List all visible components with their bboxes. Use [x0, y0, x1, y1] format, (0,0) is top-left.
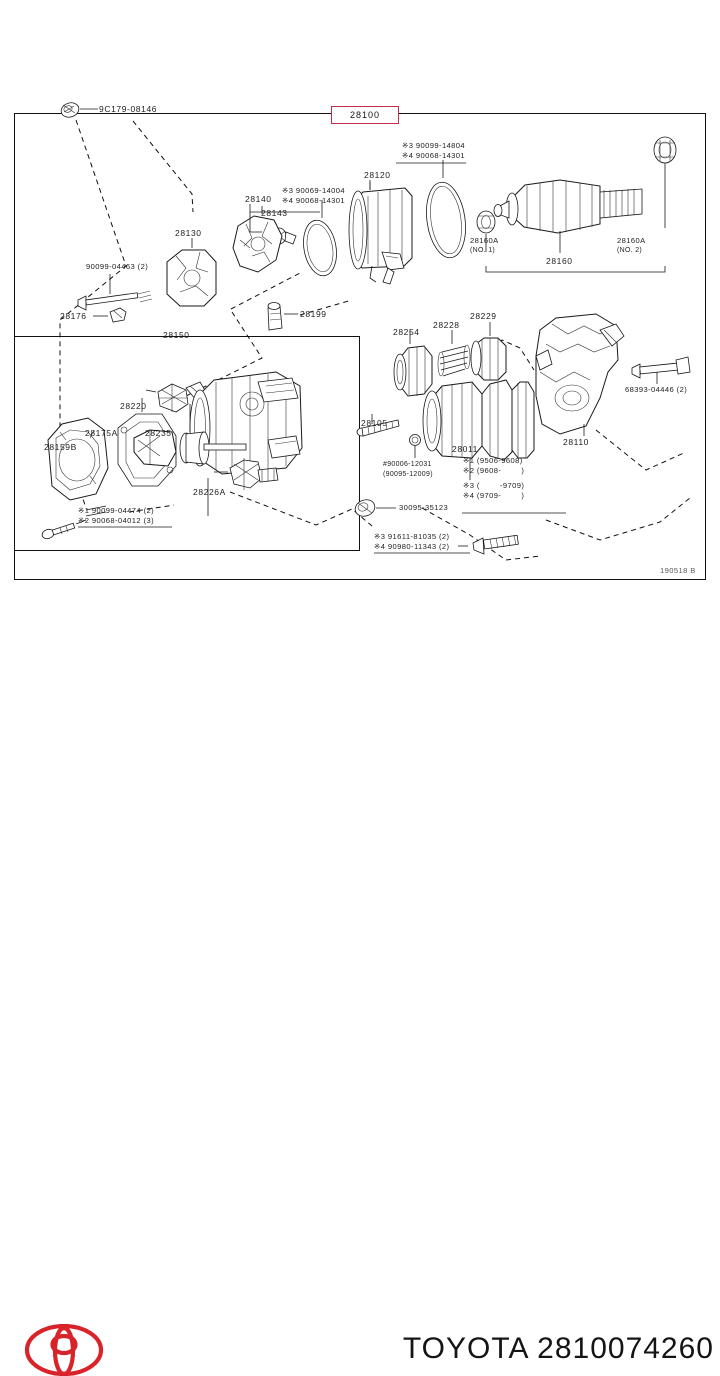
part-28160a-no2-bearing	[653, 136, 677, 228]
part-28130-housing	[166, 238, 217, 307]
callout-28228: 28228	[433, 320, 460, 330]
part-28011-clutch	[422, 379, 535, 480]
note-lower-left-1: ※1 90099-04474 (2)	[78, 506, 155, 515]
revision-stamp: 190518 B	[660, 566, 696, 575]
part-28235-plunger	[133, 404, 247, 467]
part-note-bolt-left	[85, 505, 107, 517]
note-lower-center-2: ※4 90980-11343 (2)	[374, 542, 450, 551]
part-68393-bolt	[631, 356, 691, 384]
part-28120-field-frame	[348, 180, 413, 285]
callout-28110: 28110	[563, 437, 590, 447]
part-bottom-bolt	[458, 534, 519, 555]
callout-28130: 28130	[175, 228, 202, 238]
callout-28011: 28011	[452, 444, 479, 454]
callout-90006-a: #90006-12031	[383, 461, 432, 468]
callout-28226a: 28226A	[193, 487, 226, 497]
part-28159b-end-cover	[47, 417, 109, 501]
part-28199-terminal	[267, 302, 298, 331]
callout-68393: 68393-04446 (2)	[625, 385, 688, 394]
callout-90099-14804: ※3 90099-14804	[402, 141, 466, 150]
main-assembly-number: 28100	[349, 110, 381, 120]
part-28229-pinion	[470, 322, 507, 381]
toyota-logo	[24, 1324, 104, 1376]
callout-28199: 28199	[300, 309, 327, 319]
part-28160-armature	[493, 179, 643, 253]
part-long-bolt-90099	[77, 274, 153, 311]
callout-28160a-no1: 28160A	[470, 236, 499, 245]
part-90006-ring	[409, 434, 421, 458]
callout-28175a: 28175A	[85, 428, 118, 438]
part-28110-drive-housing	[535, 313, 625, 436]
callout-28229: 28229	[470, 311, 497, 321]
callout-28120: 28120	[364, 170, 391, 180]
footer-bar: TOYOTA 2810074260	[0, 660, 720, 1376]
callout-28160a-no1-suffix: (NO. 1)	[470, 247, 496, 254]
callout-30095: 30095-35123	[399, 503, 449, 512]
callout-28140: 28140	[245, 194, 272, 204]
diagram-inner-frame	[14, 336, 360, 551]
dimension-bracket-28160	[485, 266, 666, 273]
callout-28150: 28150	[163, 330, 190, 340]
callout-28143: 28143	[261, 208, 288, 218]
part-28130-brush-holder	[232, 206, 283, 273]
part-o-ring-large	[426, 160, 466, 259]
part-28176-clip	[93, 307, 127, 323]
callout-28220: 28220	[120, 401, 147, 411]
parts-diagram-page: 28100	[0, 102, 720, 1376]
main-assembly-number-box: 28100	[331, 106, 399, 124]
part-o-ring-medium	[303, 200, 337, 277]
part-lower-bolt	[41, 519, 87, 540]
callout-28159b: 28159B	[44, 442, 77, 452]
callout-28105: 28105	[361, 418, 388, 428]
part-28228-spring	[437, 330, 471, 377]
callout-28176: 28176	[60, 311, 87, 321]
part-28226a-plunger	[214, 458, 279, 490]
note-date-range-1: ※1 (9506-9608)	[463, 456, 523, 465]
callout-28254: 28254	[393, 327, 420, 337]
part-9c179-bushing	[60, 102, 98, 118]
note-lower-left-2: ※2 90068-04012 (3)	[78, 516, 155, 525]
callout-28160: 28160	[546, 256, 573, 266]
note-date-range-2: ※2 (9608- )	[463, 466, 525, 475]
note-lower-center-1: ※3 91611-81035 (2)	[374, 532, 450, 541]
callout-28160a-no2: 28160A	[617, 236, 646, 245]
footer-part-label: TOYOTA 2810074260	[402, 1332, 714, 1365]
part-28105-shaft	[356, 414, 400, 437]
callout-90068-14301-b: ※4 90068-14301	[282, 196, 346, 205]
callout-9c179: 9C179-08146	[99, 104, 158, 114]
note-date-range-3: ※3 ( -9709)	[463, 481, 525, 490]
callout-90069-14004: ※3 90069-14004	[282, 186, 346, 195]
diagram-artwork	[41, 102, 691, 561]
part-30095-bushing	[354, 499, 396, 517]
part-28160a-no1-bearing	[476, 210, 496, 252]
callout-28160a-no2-suffix: (NO. 2)	[617, 247, 643, 254]
callout-28235: 28235	[145, 428, 172, 438]
callout-90006-b: (90095-12009)	[383, 471, 433, 478]
part-28254-bearing	[393, 330, 433, 397]
note-date-range-4: ※4 (9709- )	[463, 491, 525, 500]
callout-90099-04463: 90099-04463 (2)	[86, 262, 149, 271]
callout-90068-14301-a: ※4 90068-14301	[402, 151, 466, 160]
